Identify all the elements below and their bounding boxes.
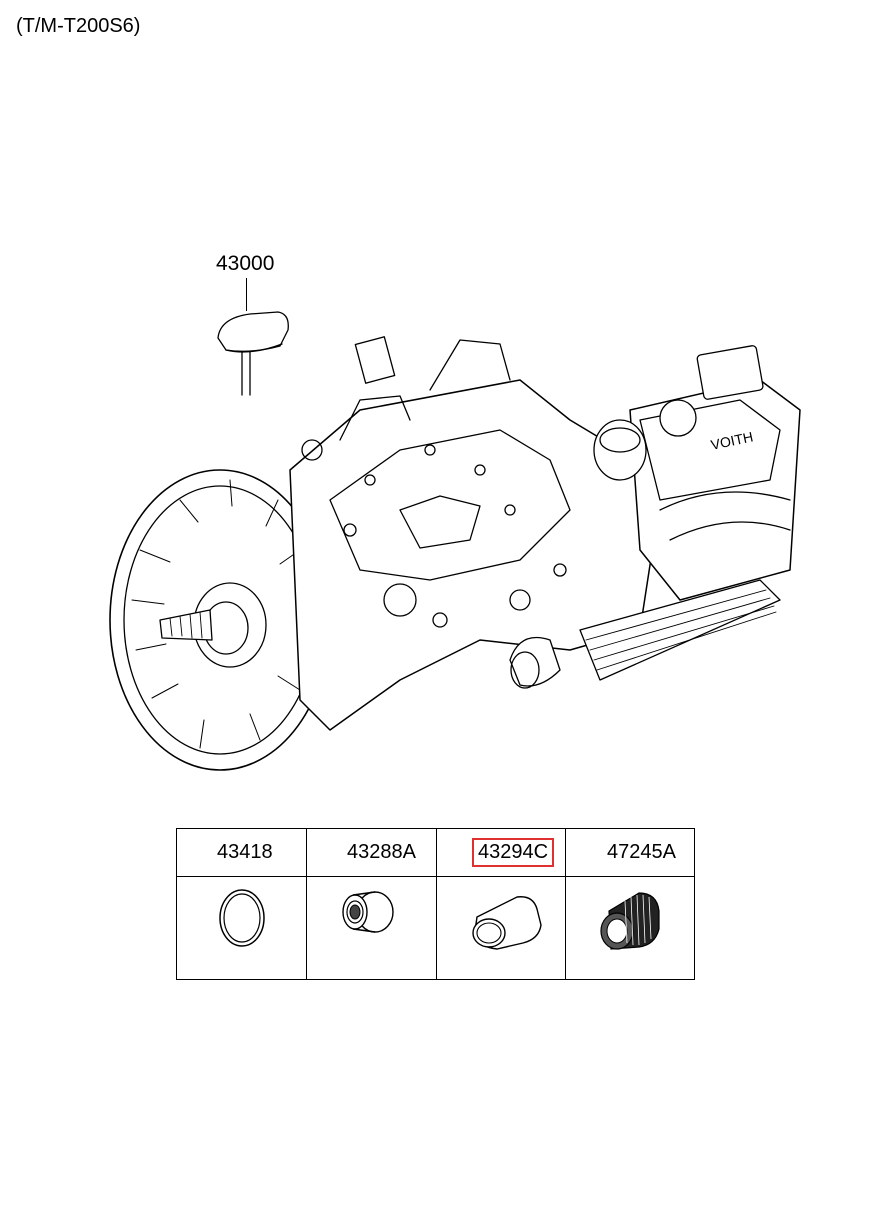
- transmission-assembly-drawing: VOITH: [109, 311, 801, 771]
- part-number-47245A[interactable]: 47245A: [607, 841, 676, 863]
- part-number-43418[interactable]: 43418: [217, 841, 273, 863]
- part-number-43288A[interactable]: 43288A: [347, 841, 416, 863]
- table-column-divider: [306, 829, 307, 979]
- model-code: (T/M-T200S6): [16, 15, 141, 37]
- table-column-divider: [565, 829, 566, 979]
- needle-roller-bearing-icon: [600, 892, 660, 950]
- callout-leader-line: [246, 278, 247, 311]
- table-row-divider: [177, 876, 694, 877]
- table-column-divider: [436, 829, 437, 979]
- part-number-43294C[interactable]: 43294C: [472, 838, 555, 867]
- snap-ring-icon: [219, 889, 265, 947]
- ball-bearing-icon: [342, 891, 394, 933]
- sleeve-bushing-icon: [472, 896, 542, 950]
- parts-table: 43418 43288A 43294C 47245A: [176, 828, 695, 980]
- assembly-callout-label[interactable]: 43000: [216, 252, 275, 275]
